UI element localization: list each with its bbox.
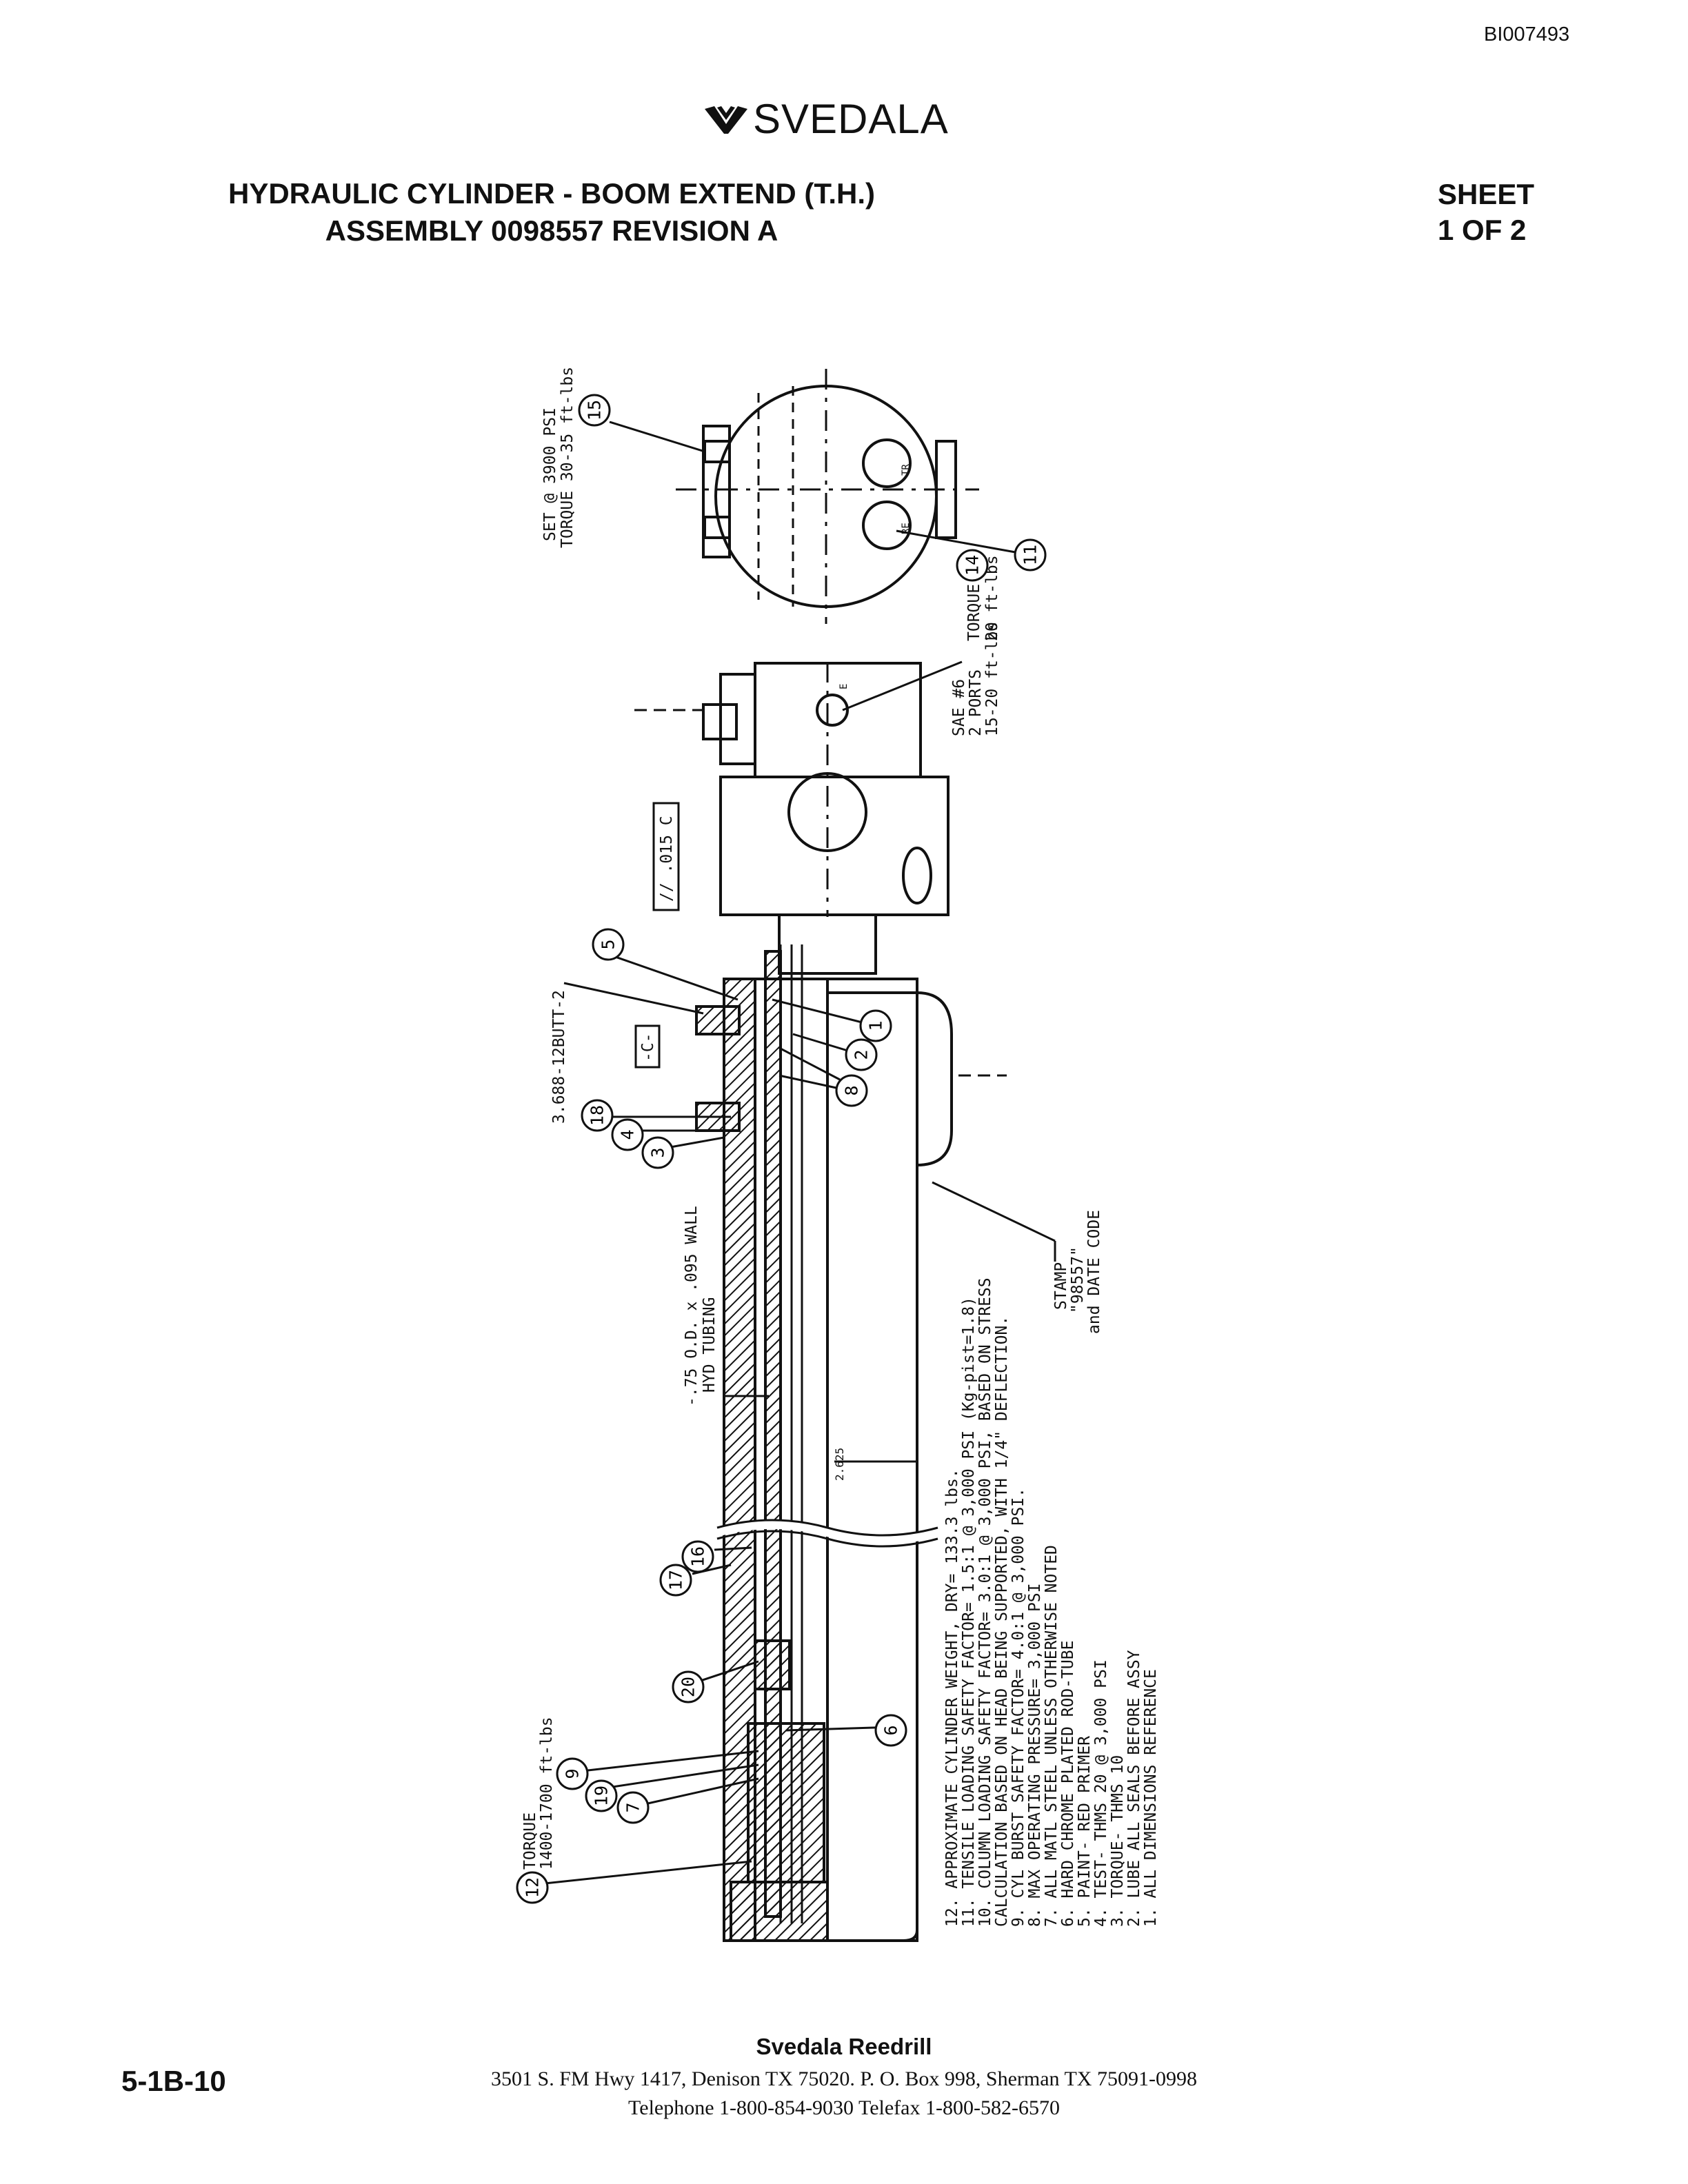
svg-text:11: 11 <box>1021 545 1041 565</box>
svg-text:19: 19 <box>592 1786 612 1806</box>
note-6: 6. HARD CHROME PLATED ROD-TUBE <box>1059 1641 1077 1927</box>
stamp-label-c: and DATE CODE <box>1085 1210 1103 1334</box>
callout-18: 18 <box>581 1099 614 1132</box>
port-torque-label-b: 20 ft-lbs <box>983 555 1001 641</box>
svg-text:9: 9 <box>563 1768 583 1779</box>
callout-17: 17 <box>659 1564 692 1597</box>
sae-port-label-c: 15-20 ft-lbs <box>983 622 1001 736</box>
relief-set-label: SET @ 3900 PSI <box>541 407 559 541</box>
stamp-label-a: STAMP <box>1052 1262 1070 1310</box>
cylinder-body <box>695 944 1007 1942</box>
drawing-labels: SET @ 3900 PSI TORQUE 30-35 ft-lbs TORQU… <box>521 367 1103 1870</box>
svg-text:7: 7 <box>623 1802 643 1812</box>
svg-text:20: 20 <box>679 1677 699 1697</box>
relief-torque-label: TORQUE 30-35 ft-lbs <box>559 367 576 548</box>
rod-torque-label-a: TORQUE <box>521 1812 539 1870</box>
svg-text:15: 15 <box>585 400 605 421</box>
svedala-logo: SVEDALA <box>703 95 949 143</box>
note-5: 5. PAINT- RED PRIMER <box>1076 1736 1094 1927</box>
footer-address-block: 3501 S. FM Hwy 1417, Denison TX 75020. P… <box>0 2065 1688 2123</box>
note-10-cont: CALCULATION BASED ON HEAD BEING SUPPORTE… <box>993 1316 1011 1927</box>
callout-11: 11 <box>1014 538 1047 572</box>
note-7: 7. ALL MATL STEEL UNLESS OTHERWISE NOTED <box>1043 1545 1061 1927</box>
callout-9: 9 <box>556 1757 589 1790</box>
port-mark-re: RE <box>901 523 912 534</box>
callout-14: 14 <box>956 549 989 582</box>
footer-address: 3501 S. FM Hwy 1417, Denison TX 75020. P… <box>491 2067 1197 2090</box>
callout-15: 15 <box>578 394 611 427</box>
callout-1: 1 <box>859 1009 892 1042</box>
dimension-label: 2.625 <box>833 1448 846 1481</box>
svg-text:6: 6 <box>881 1725 901 1735</box>
note-4: 4. TEST- THMS 20 @ 3,000 PSI <box>1092 1659 1110 1927</box>
callout-7: 7 <box>616 1791 650 1824</box>
footer-company: Svedala Reedrill <box>756 2034 932 2059</box>
datum-c: -C- <box>634 1024 661 1069</box>
note-11: 11. TENSILE LOADING SAFETY FACTOR= 1.5:1… <box>960 1297 978 1927</box>
svg-text:14: 14 <box>963 555 983 576</box>
port-mark-e: E <box>838 684 850 689</box>
footer-phone: Telephone 1-800-854-9030 Telefax 1-800-5… <box>628 2096 1060 2119</box>
svg-text:// .015 C: // .015 C <box>658 816 676 902</box>
note-2: 2. LUBE ALL SEALS BEFORE ASSY <box>1125 1650 1143 1927</box>
callout-6: 6 <box>874 1714 907 1747</box>
brand-name: SVEDALA <box>753 96 949 142</box>
callout-5: 5 <box>592 928 625 961</box>
port-mark-tr: TR <box>901 464 912 476</box>
note-8: 8. MAX OPERATING PRESSURE= 3,000 PSI <box>1026 1584 1044 1928</box>
thread-label: 3.688-12BUTT-2 <box>550 990 568 1124</box>
callout-16: 16 <box>681 1540 714 1573</box>
svg-text:4: 4 <box>618 1129 638 1140</box>
callout-12: 12 <box>516 1871 549 1904</box>
document-id: BI007493 <box>1484 23 1570 46</box>
note-10: 10. COLUMN LOADING SAFETY FACTOR= 3.0:1 … <box>976 1277 994 1927</box>
svg-text:-C-: -C- <box>639 1033 657 1062</box>
sheet-count: 1 OF 2 <box>1438 214 1527 246</box>
drawing-title: HYDRAULIC CYLINDER - BOOM EXTEND (T.H.) … <box>0 175 1103 250</box>
rod-torque-label-b: 1400-1700 ft-lbs <box>538 1717 556 1870</box>
svg-text:18: 18 <box>587 1105 607 1126</box>
svg-text:8: 8 <box>842 1085 862 1095</box>
svedala-chevron-logo-icon <box>705 105 747 134</box>
svg-text:5: 5 <box>599 939 619 949</box>
note-3: 3. TORQUE- THMS 10 <box>1109 1755 1127 1927</box>
callout-19: 19 <box>585 1779 618 1812</box>
svg-text:1: 1 <box>866 1020 886 1031</box>
stamp-label-b: "98557" <box>1069 1246 1087 1313</box>
sae-port-label-b: 2 PORTS <box>967 669 985 736</box>
svg-text:16: 16 <box>688 1546 708 1567</box>
svg-text:3: 3 <box>648 1147 668 1157</box>
notes-block: 12. APPROXIMATE CYLINDER WEIGHT, DRY= 13… <box>943 1277 1160 1927</box>
port-torque-label-a: TORQUE <box>965 584 983 641</box>
sae-port-label-a: SAE #6 <box>950 679 968 736</box>
callout-3: 3 <box>641 1136 674 1169</box>
sheet-label: SHEET <box>1438 178 1535 210</box>
note-1: 1. ALL DIMENSIONS REFERENCE <box>1142 1669 1160 1927</box>
svg-text:2: 2 <box>852 1049 872 1060</box>
tubing-label-b: HYD TUBING <box>701 1297 719 1393</box>
sheet-number: SHEET 1 OF 2 <box>1438 176 1534 248</box>
callout-20: 20 <box>672 1670 705 1703</box>
title-line-1: HYDRAULIC CYLINDER - BOOM EXTEND (T.H.) <box>228 177 875 210</box>
callout-4: 4 <box>611 1118 644 1151</box>
tubing-label-a: -.75 O.D. x .095 WALL <box>683 1206 701 1406</box>
note-12: 12. APPROXIMATE CYLINDER WEIGHT, DRY= 13… <box>943 1468 961 1927</box>
callout-balloons: 15 11 14 5 1 2 8 18 4 3 16 17 20 6 9 19 … <box>516 394 1047 1904</box>
title-line-2: ASSEMBLY 0098557 REVISION A <box>325 214 778 247</box>
page-number: 5-1B-10 <box>121 2065 226 2097</box>
svg-text:12: 12 <box>523 1877 543 1898</box>
cylinder-head <box>634 662 950 975</box>
note-9: 9. CYL BURST SAFETY FACTOR= 4.0:1 @ 3,00… <box>1009 1488 1027 1927</box>
end-view <box>676 369 979 624</box>
callout-2: 2 <box>845 1038 878 1071</box>
svg-text:17: 17 <box>666 1570 686 1590</box>
tolerance-frame: // .015 C <box>652 802 680 911</box>
callout-8: 8 <box>835 1074 868 1107</box>
